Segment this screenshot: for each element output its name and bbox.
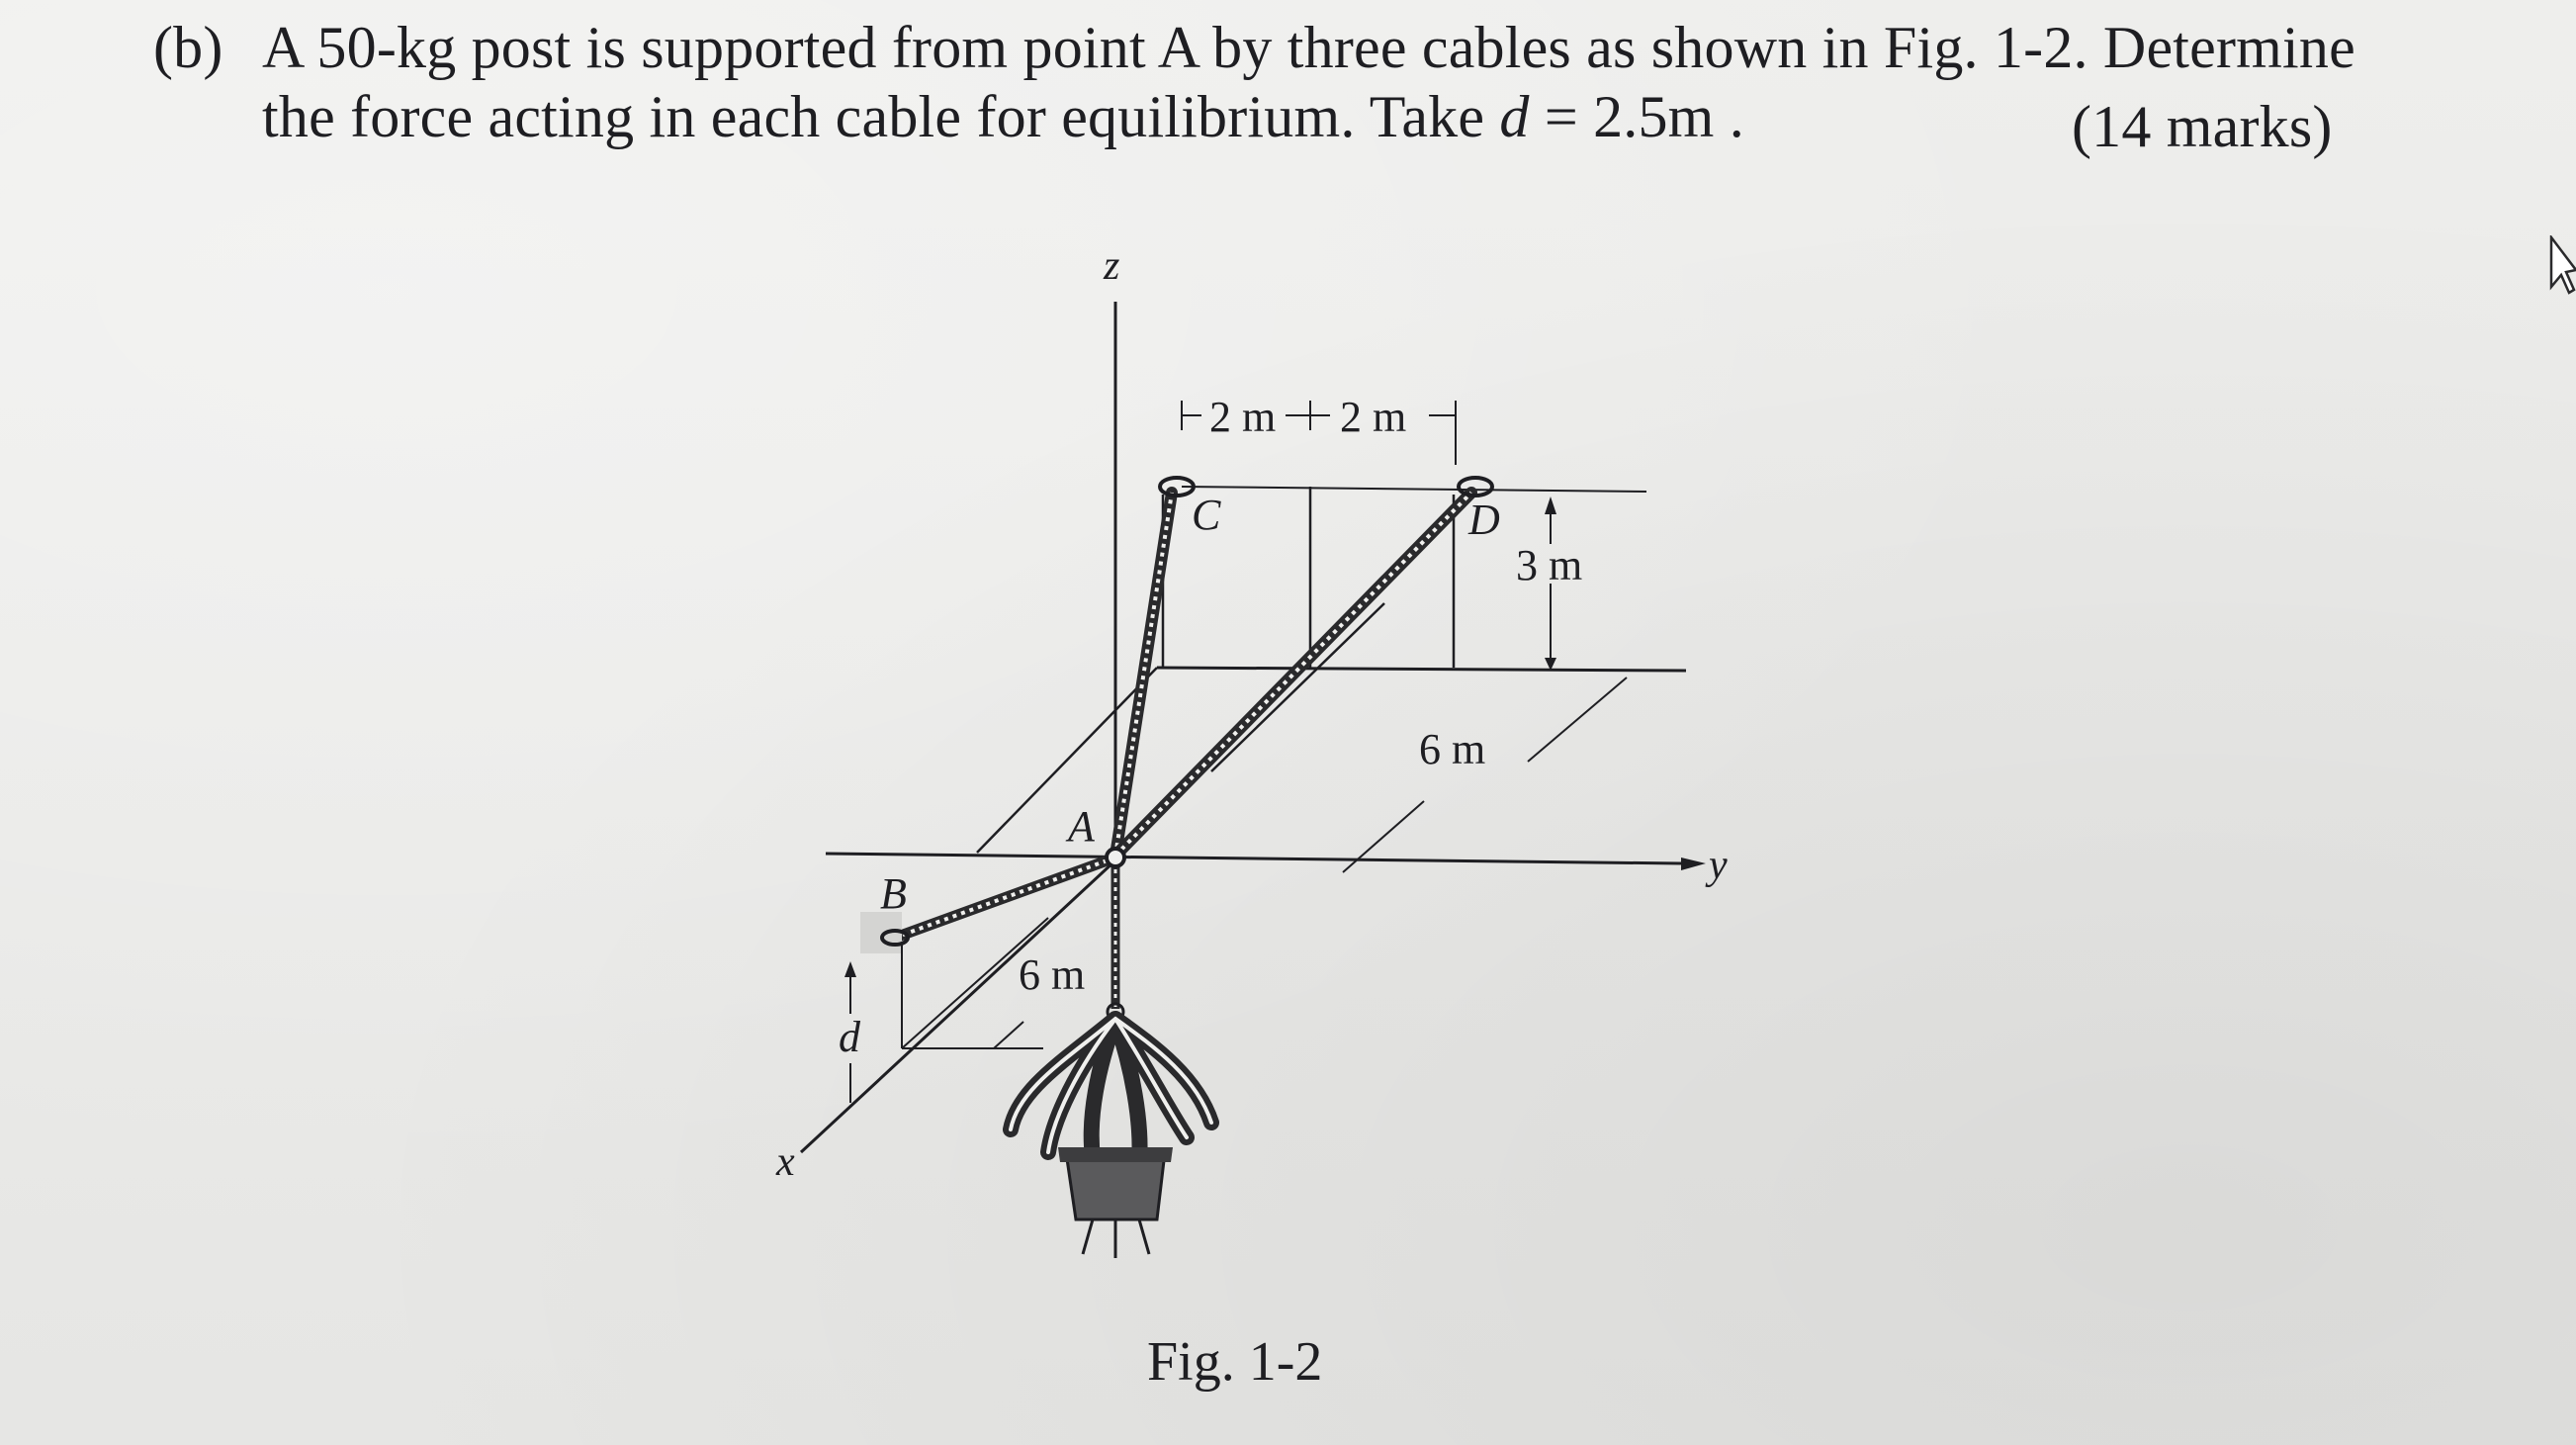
question-text-line-2-suffix: = 2.5m .: [1529, 84, 1744, 149]
depth-dim-line-lower: [1342, 800, 1425, 873]
dim-d-arrow-up: [844, 961, 856, 977]
point-a-label: A: [1065, 802, 1096, 851]
depth-dim-line-upper: [1527, 677, 1628, 763]
hanging-plant: [1003, 1011, 1219, 1258]
point-c-label: C: [1192, 491, 1221, 539]
figure-1-2: 2 m 2 m 3 m 6 m d 6 m: [752, 227, 1740, 1276]
cable-ab-texture: [894, 856, 1116, 940]
anchor-b: [880, 929, 910, 947]
dim-3m-arrow-down: [1545, 658, 1556, 671]
dim-6m-front-label: 6 m: [1019, 950, 1085, 999]
x-axis-label: x: [775, 1139, 795, 1185]
question-text-line-1: A 50-kg post is supported from point A b…: [262, 15, 2355, 80]
dim-2m-left-label: 2 m: [1209, 393, 1276, 441]
question-text-line-2-prefix: the force acting in each cable for equil…: [262, 84, 1500, 149]
cable-ac-texture: [1113, 492, 1174, 857]
anchor-b-base-diag: [901, 917, 1049, 1049]
marks-label: (14 marks): [2072, 94, 2333, 159]
z-axis-label: z: [1103, 243, 1119, 289]
point-a-ring: [1105, 847, 1126, 868]
wall-base-line: [1156, 666, 1687, 673]
anchor-c: [1158, 476, 1196, 497]
back-plane-diagonal-1: [976, 667, 1158, 854]
dim-3m-label: 3 m: [1516, 541, 1582, 589]
y-axis-arrow: [1681, 858, 1706, 870]
anchor-d: [1457, 476, 1494, 497]
back-plane-diagonal-2: [1210, 602, 1385, 772]
dim-3m-arrow-up: [1545, 497, 1556, 514]
x-axis: [799, 858, 1117, 1154]
figure-drawing: 2 m 2 m 3 m 6 m d 6 m: [775, 243, 1728, 1258]
cable-ad: [1110, 487, 1477, 861]
question-text-line-2: the force acting in each cable for equil…: [262, 81, 1744, 152]
point-b-label: B: [880, 869, 907, 918]
figure-caption: Fig. 1-2: [1147, 1331, 1323, 1393]
y-axis: [825, 852, 1682, 865]
dim-d-label: d: [839, 1013, 861, 1061]
wall-top-line: [1181, 486, 1647, 493]
question-label: (b): [153, 15, 223, 80]
dim-2m-right-label: 2 m: [1340, 393, 1406, 441]
dim-6m-front-line: [993, 1021, 1024, 1049]
dim-6m-depth-label: 6 m: [1419, 725, 1485, 773]
variable-d: d: [1499, 84, 1530, 149]
point-d-label: D: [1467, 496, 1500, 544]
mouse-pointer-icon: [2549, 235, 2576, 295]
y-axis-label: y: [1705, 843, 1728, 888]
